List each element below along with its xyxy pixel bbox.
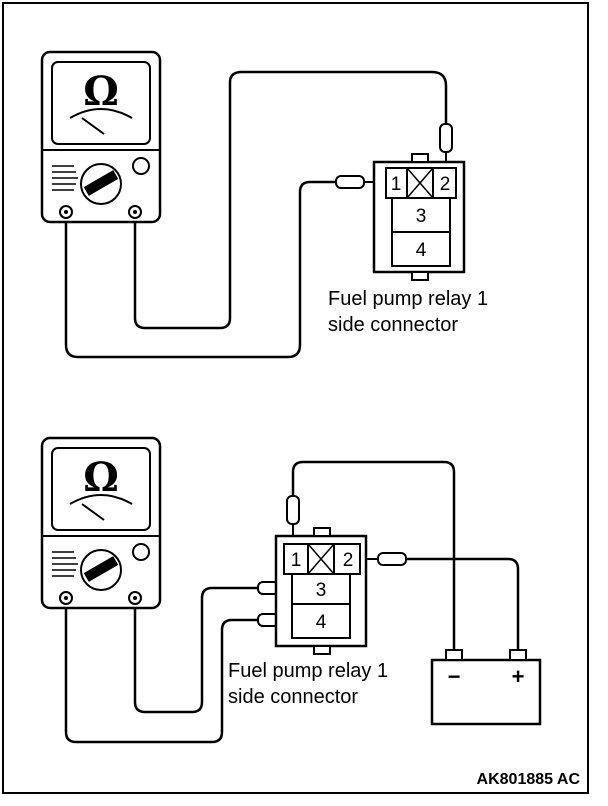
pin-3-label: 3	[416, 206, 427, 227]
pin-2-label: 2	[440, 174, 451, 195]
connector-label-line1: Fuel pump relay 1	[228, 660, 388, 682]
wire-pin1-to-battery-negative	[291, 460, 456, 652]
battery-positive-label: +	[512, 664, 525, 689]
pin-4-label: 4	[316, 612, 327, 633]
pin-3-label: 3	[316, 580, 327, 601]
battery-icon: − +	[430, 649, 542, 726]
pin-1-label: 1	[291, 550, 302, 571]
diagram-1: Ω	[40, 50, 488, 359]
diagram-2: Ω	[40, 436, 542, 744]
figure-code: AK801885 AC	[477, 771, 581, 788]
wire-meter-right-to-pin2	[133, 70, 448, 330]
ohm-symbol: Ω	[83, 68, 119, 115]
battery-negative-label: −	[448, 664, 461, 689]
wire-meter-right-to-pin3	[133, 586, 258, 714]
ohm-symbol: Ω	[83, 454, 119, 501]
pin-2-label: 2	[343, 550, 354, 571]
wire-pin2-to-battery-positive	[406, 557, 520, 652]
ohmmeter-icon: Ω	[40, 436, 162, 610]
wire-meter-left-to-pin4	[64, 600, 258, 744]
probe-pin2	[360, 552, 407, 566]
wire-meter-left-to-pin1	[64, 180, 336, 359]
relay-connector-1: 1 2 3 4	[372, 153, 466, 281]
figure-border	[2, 2, 589, 794]
pin-4-label: 4	[416, 240, 427, 261]
probe-pin2	[439, 123, 453, 176]
ohmmeter-icon: Ω	[40, 50, 162, 224]
connector-label-line1: Fuel pump relay 1	[328, 288, 488, 310]
connector-label-line2: side connector	[328, 314, 458, 336]
relay-connector-2: 1 2 3 4	[274, 527, 368, 655]
pin-1-label: 1	[391, 174, 402, 195]
connector-label-line2: side connector	[228, 686, 358, 708]
